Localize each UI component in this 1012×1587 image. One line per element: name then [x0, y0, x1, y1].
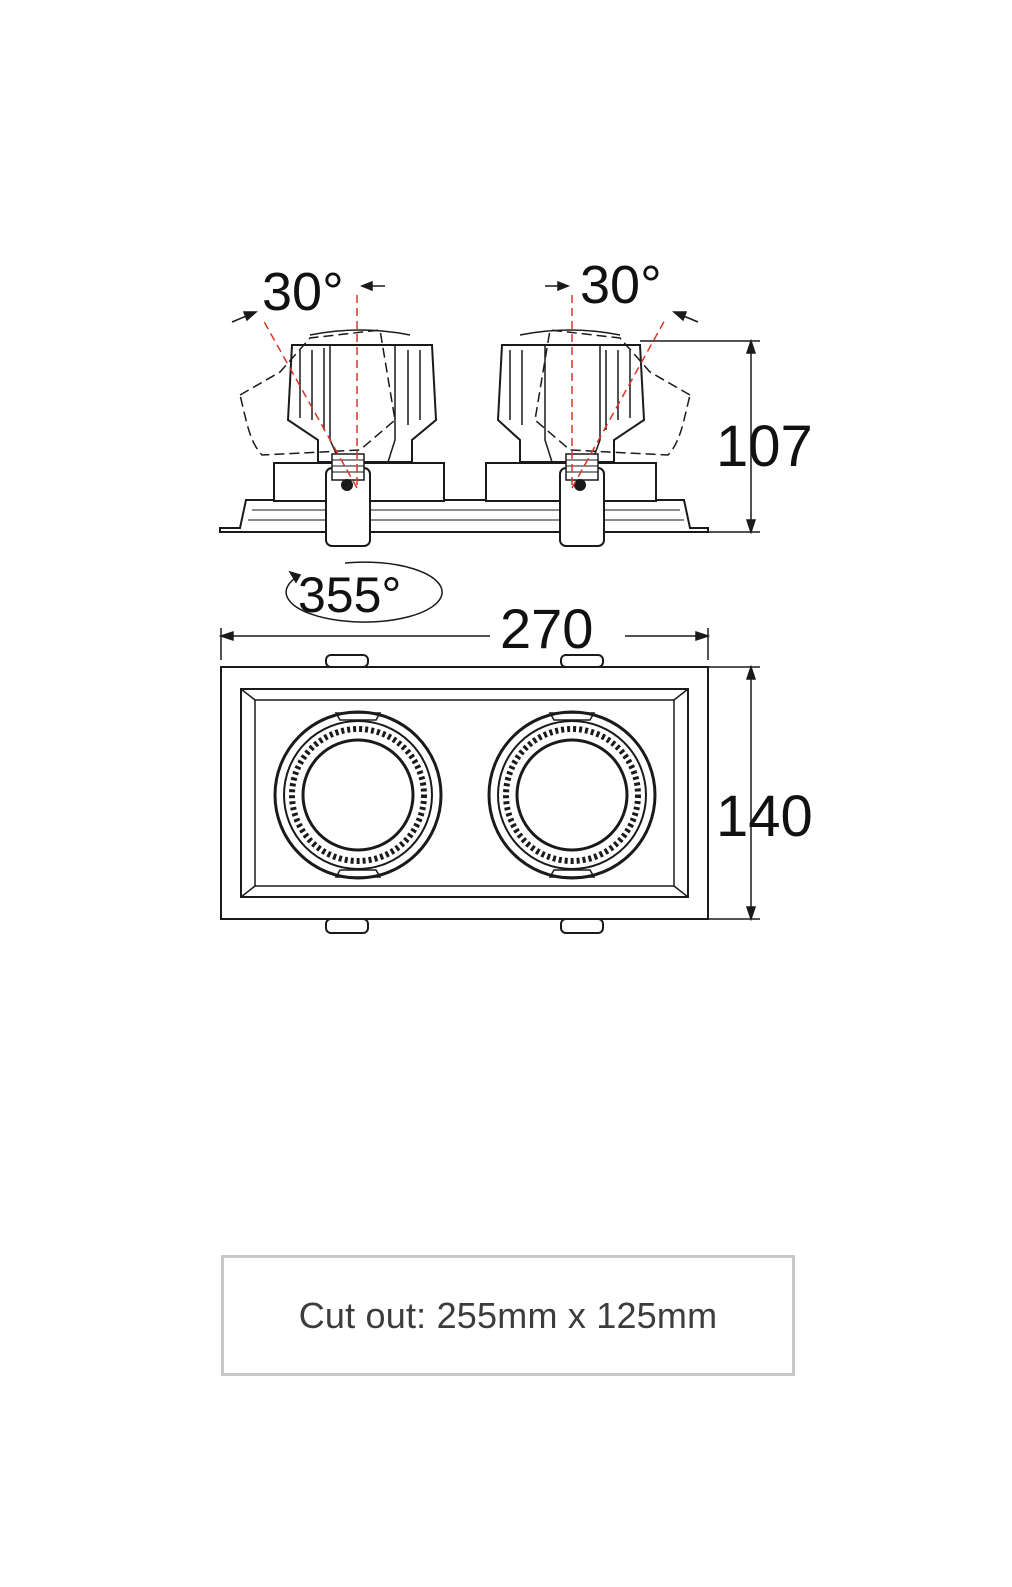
height-label-140: 140: [716, 784, 813, 849]
left-lamp-head: [239, 329, 438, 547]
tilt-axis-lines: [261, 295, 667, 489]
cutout-info-box: Cut out: 255mm x 125mm: [221, 1255, 795, 1376]
tab-bottom-left: [325, 918, 369, 934]
left-lens-ring: [273, 710, 443, 880]
side-view: [219, 280, 760, 623]
outer-frame: [220, 666, 709, 920]
top-view: [218, 628, 760, 934]
inner-frame: [240, 688, 689, 898]
tab-bottom-right: [560, 918, 604, 934]
width-dimension-270: [218, 628, 711, 660]
rotation-indicator: [285, 561, 443, 623]
rotation-label: 355°: [298, 567, 401, 623]
right-lamp-head: [496, 329, 691, 547]
angle-label-right: 30°: [580, 255, 662, 315]
tab-top-right: [560, 654, 604, 668]
width-label-270: 270: [500, 597, 593, 660]
right-lens-ring: [487, 710, 657, 880]
angle-label-left: 30°: [262, 262, 344, 322]
cutout-label: Cut out: 255mm x 125mm: [298, 1294, 718, 1336]
tab-top-left: [325, 654, 369, 668]
height-label-107: 107: [716, 414, 813, 479]
base-plate: [219, 499, 709, 533]
height-dimension-140: [708, 664, 760, 922]
angle-arrows: [231, 280, 699, 323]
height-dimension-107: [640, 338, 760, 535]
